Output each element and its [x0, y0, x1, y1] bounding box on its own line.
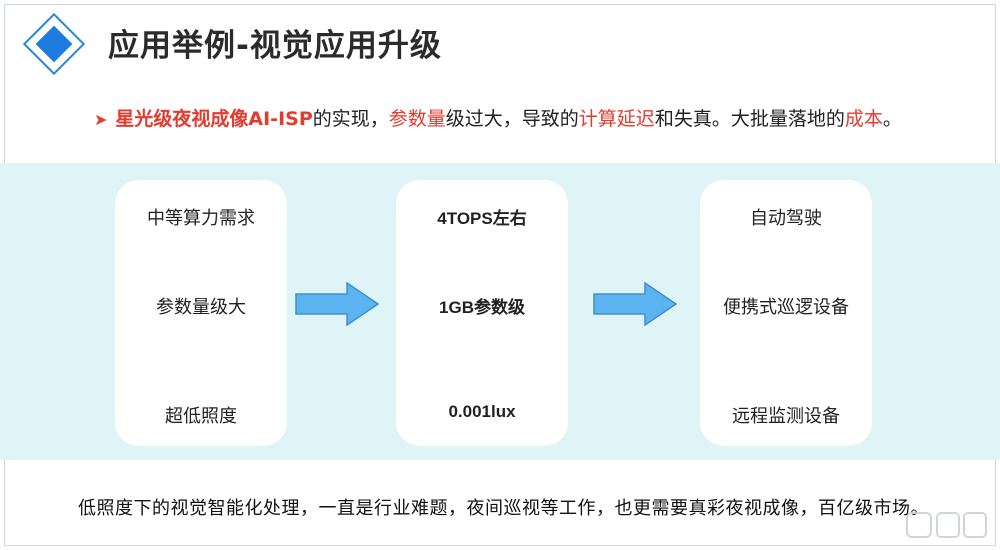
bullet-highlight-2: 参数量 — [388, 108, 446, 130]
right-arrow-icon — [593, 282, 677, 326]
watermark-logo — [906, 512, 987, 538]
bullet-text-3: 和失真。大批量落地的 — [654, 108, 845, 130]
card-line: 1GB参数级 — [439, 298, 525, 317]
bullet-highlight-3: 计算延迟 — [578, 108, 655, 130]
card-line: 自动驾驶 — [750, 208, 822, 229]
page-title: 应用举例-视觉应用升级 — [108, 28, 442, 64]
card-line: 0.001lux — [448, 402, 516, 421]
card-applications: 自动驾驶 便携式巡逻设备 远程监测设备 — [700, 180, 872, 446]
footer-text: 低照度下的视觉智能化处理，一直是行业难题，夜间巡视等工作，也更需要真彩夜视成像，… — [78, 498, 929, 519]
bullet-point: ➤ 星光级夜视成像AI-ISP的实现，参数量级过大，导致的计算延迟和失真。大批量落… — [94, 104, 902, 131]
card-line: 便携式巡逻设备 — [723, 297, 849, 318]
right-arrow-icon — [295, 282, 379, 326]
bullet-text-4: 。 — [882, 108, 902, 130]
diamond-icon — [22, 12, 86, 76]
bullet-text-2: 级过大，导致的 — [445, 108, 579, 130]
arrow-bullet-icon: ➤ — [94, 110, 108, 129]
card-line: 中等算力需求 — [147, 208, 255, 229]
card-requirements: 中等算力需求 参数量级大 超低照度 — [115, 180, 287, 446]
card-specs: 4TOPS左右 1GB参数级 0.001lux — [396, 180, 568, 446]
card-line: 4TOPS左右 — [437, 209, 527, 228]
bullet-highlight-1: 星光级夜视成像AI-ISP — [115, 108, 313, 130]
card-line: 超低照度 — [165, 406, 237, 427]
bullet-text-1: 的实现， — [312, 108, 389, 130]
card-line: 远程监测设备 — [732, 406, 840, 427]
bullet-highlight-4: 成本 — [844, 108, 883, 130]
card-line: 参数量级大 — [156, 297, 246, 318]
